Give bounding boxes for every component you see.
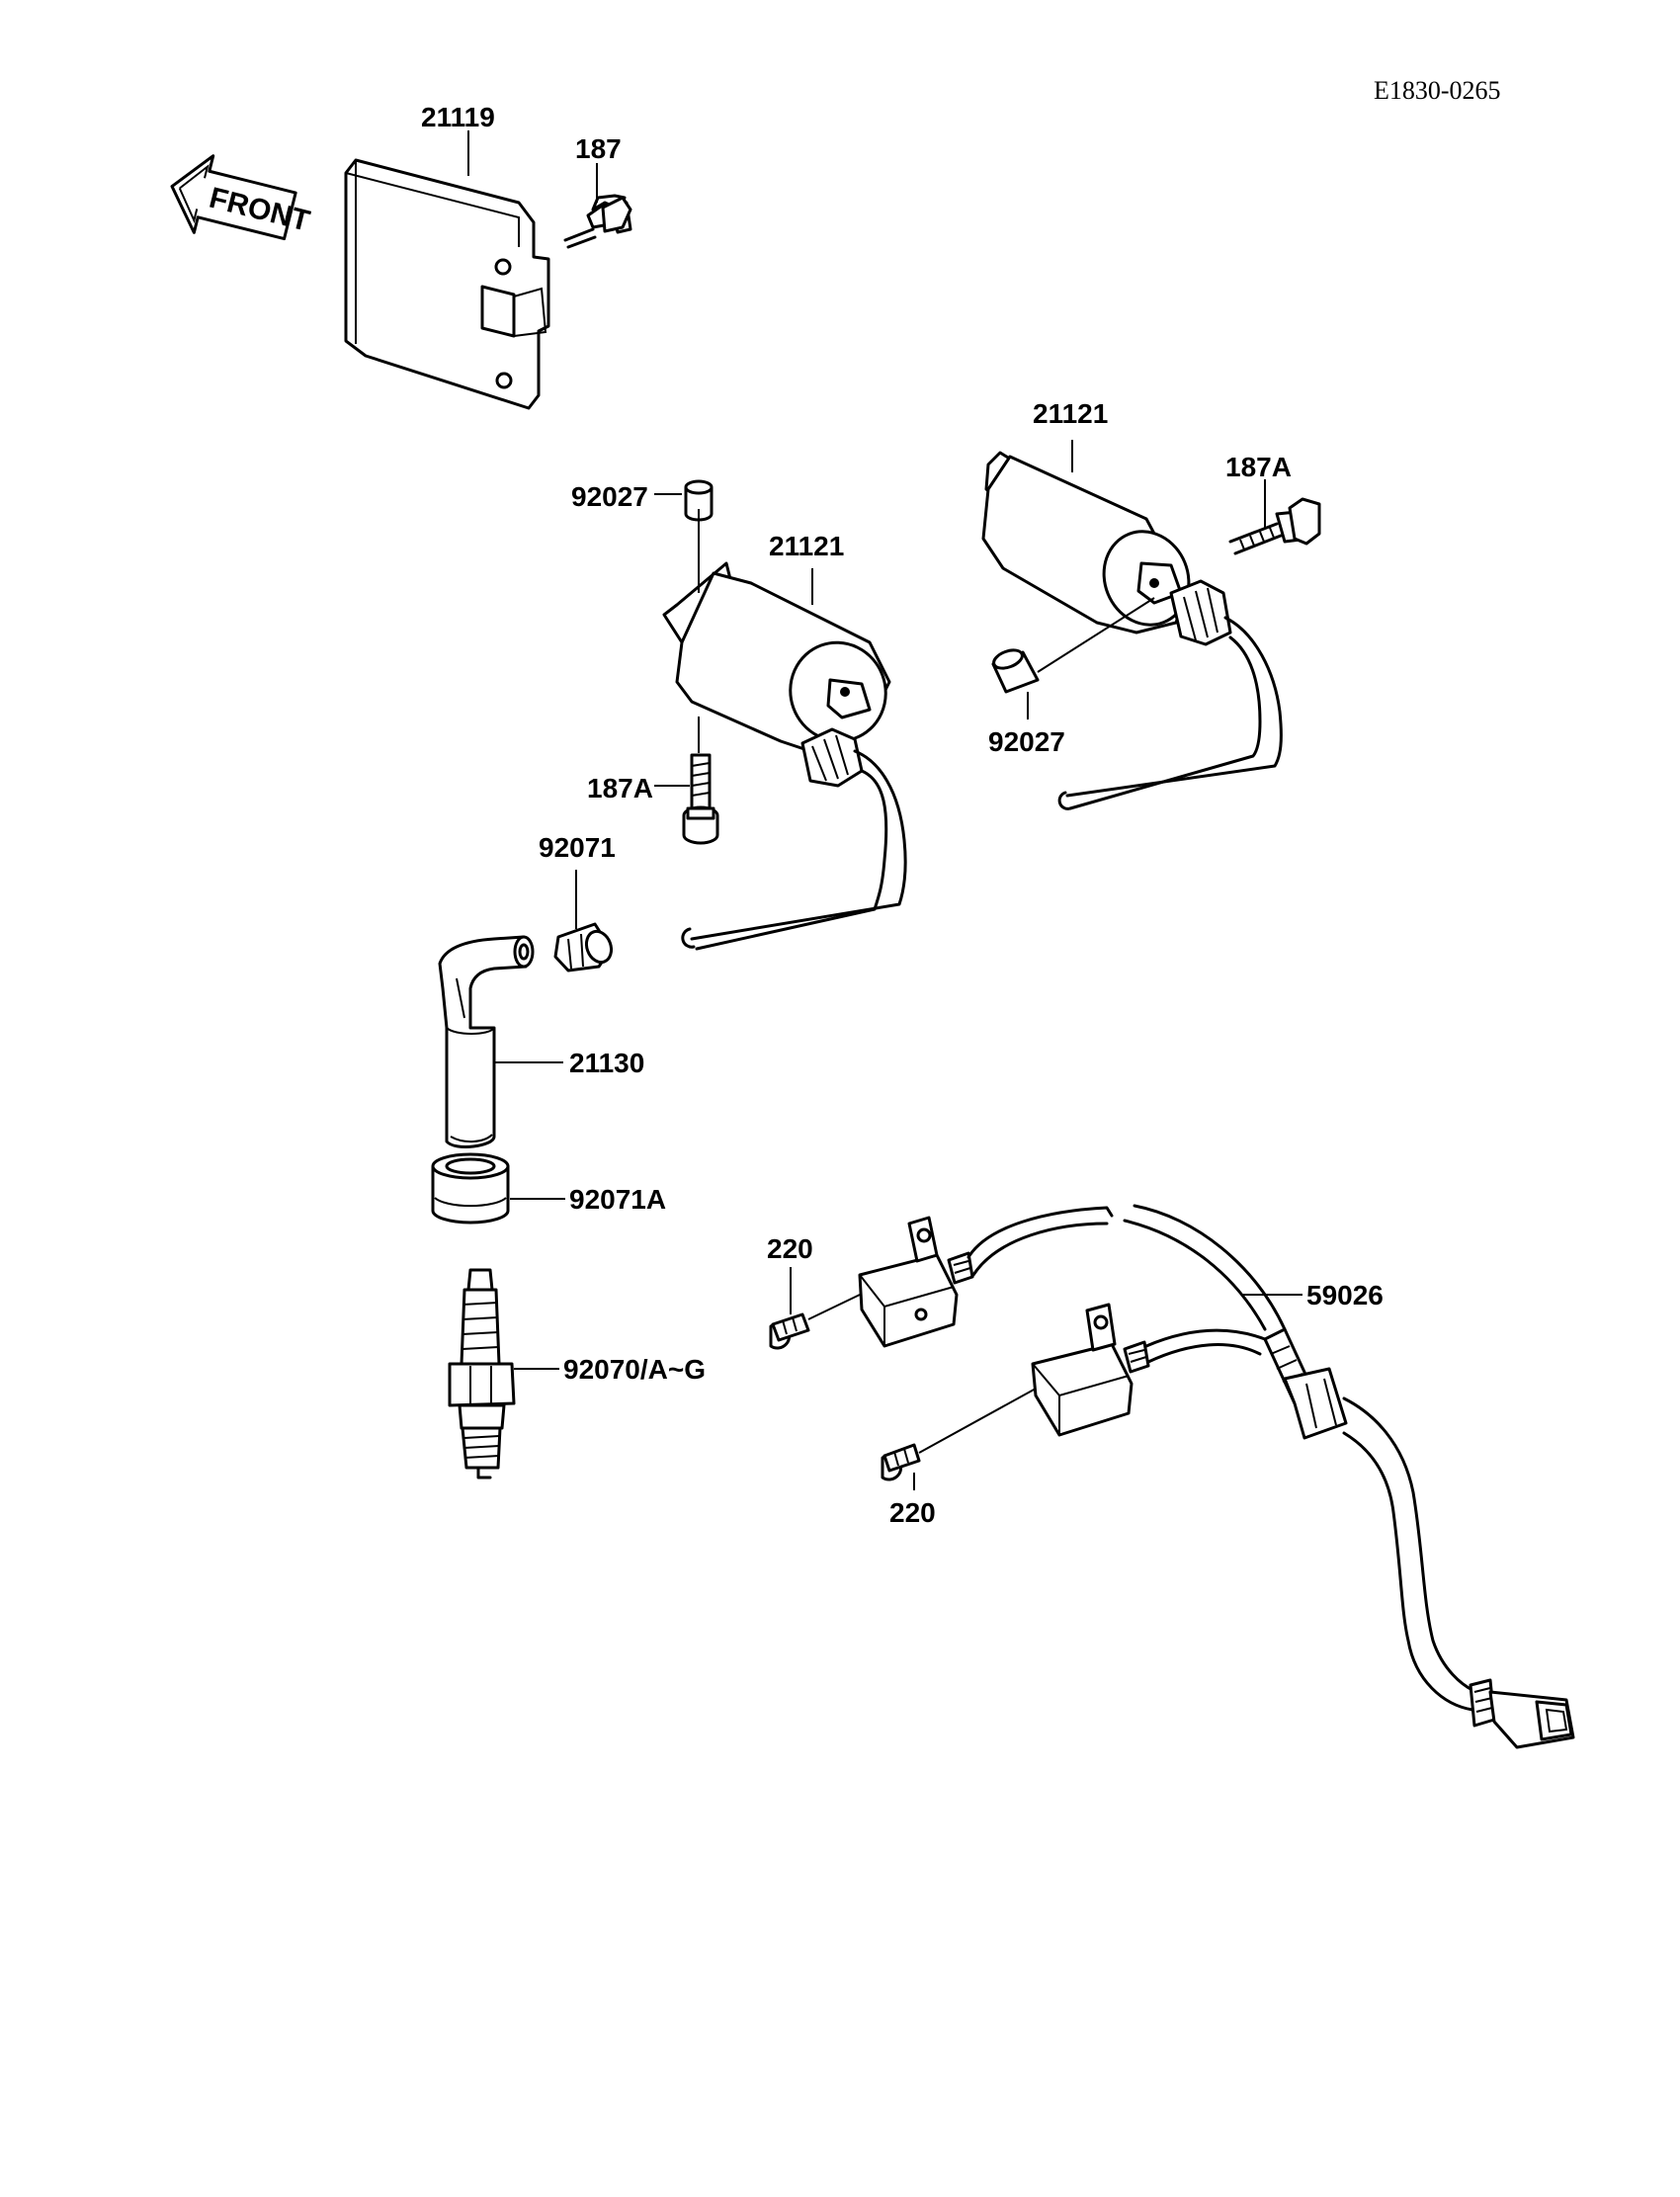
bolt-187A-right <box>1228 497 1321 555</box>
pickup-coil-lower <box>1031 1303 1150 1437</box>
callout-21130: 21130 <box>569 1048 644 1078</box>
callout-21121-right: 21121 <box>1033 398 1108 429</box>
callout-21121-left: 21121 <box>769 531 844 561</box>
bolt-220-lower <box>881 1443 921 1481</box>
callout-220-upper: 220 <box>767 1233 813 1264</box>
seal-92071 <box>553 922 614 972</box>
callout-92027-left: 92027 <box>571 481 648 512</box>
plug-cap-21130 <box>438 935 535 1148</box>
diagram-id: E1830-0265 <box>1374 76 1501 105</box>
callout-92070: 92070/A~G <box>563 1354 706 1385</box>
callout-21119: 21119 <box>421 102 495 132</box>
pickup-coil-upper <box>858 1216 974 1348</box>
bolt-187 <box>563 194 632 249</box>
callout-92071A: 92071A <box>569 1184 666 1215</box>
callout-187A-right: 187A <box>1225 452 1292 482</box>
seal-ring-92071A <box>431 1152 510 1225</box>
front-arrow-icon: FRONT <box>170 154 313 241</box>
leader-lines <box>467 130 1302 1490</box>
ignition-coil-left <box>662 561 907 951</box>
callout-187A-left: 187A <box>587 773 653 803</box>
callout-220-lower: 220 <box>889 1497 936 1528</box>
spark-plug-92070 <box>448 1268 516 1479</box>
callout-92071: 92071 <box>539 832 616 863</box>
bolt-187A-left <box>682 753 719 845</box>
bolt-220-upper <box>769 1312 810 1350</box>
callout-187: 187 <box>575 133 622 164</box>
collar-92027-right <box>991 648 1040 694</box>
callout-92027-right: 92027 <box>988 726 1065 757</box>
callout-59026: 59026 <box>1306 1280 1384 1310</box>
callout-labels: 21119 187 92027 21121 187A 21121 187A 92… <box>421 102 1384 1528</box>
ignition-coil-right <box>981 451 1283 810</box>
igniter-unit <box>344 158 550 410</box>
wiring-harness-59026 <box>966 1204 1575 1749</box>
